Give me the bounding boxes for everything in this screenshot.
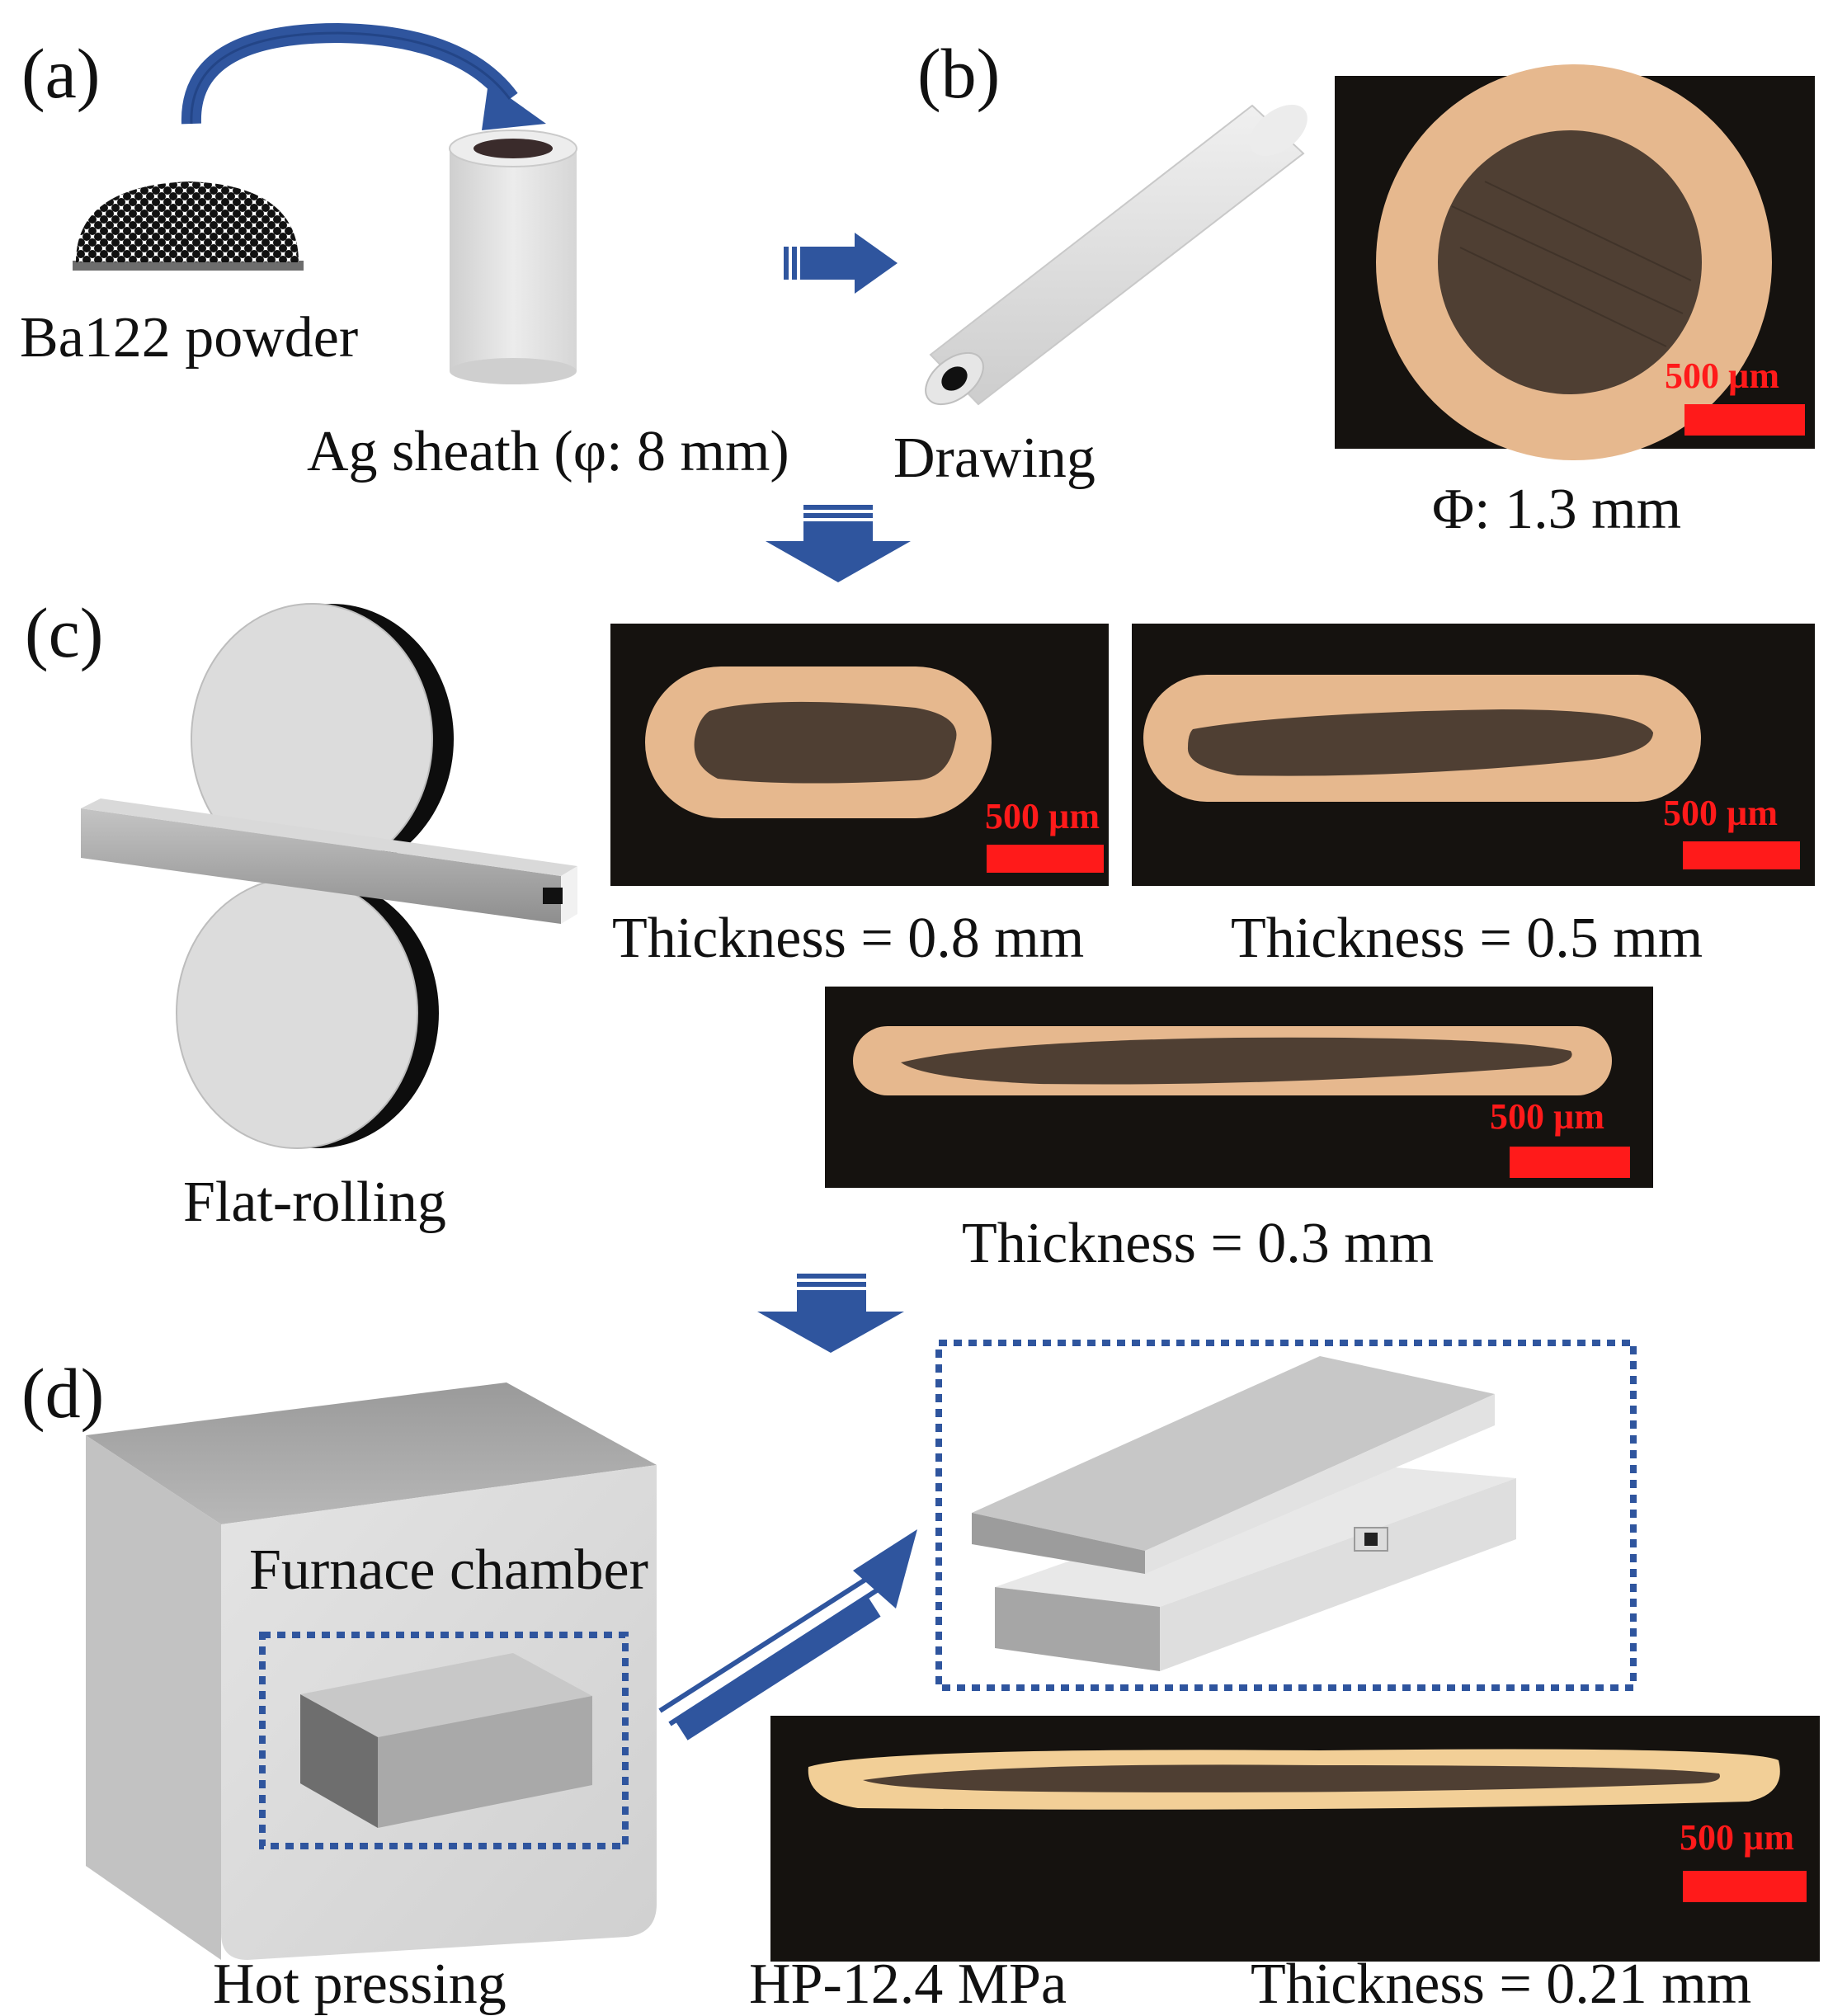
arrow-a-to-b bbox=[784, 233, 898, 294]
panel-label-b: (b) bbox=[917, 34, 1000, 113]
micrograph-thickness-0.3: 500 µm bbox=[825, 987, 1653, 1188]
pressed-plates-box bbox=[935, 1340, 1637, 1691]
thickness-05-label: Thickness = 0.5 mm bbox=[1231, 907, 1703, 970]
micrograph-thickness-0.8: 500 µm bbox=[610, 624, 1109, 886]
drawn-wire-rod bbox=[925, 104, 1308, 406]
ba122-powder-pile bbox=[73, 181, 304, 271]
scale-bar-hp bbox=[1683, 1871, 1807, 1902]
micrograph-hot-pressed: 500 µm bbox=[770, 1716, 1820, 1962]
panel-label-d: (d) bbox=[21, 1354, 104, 1433]
hp-pressure-label: HP-12.4 MPa bbox=[749, 1952, 1067, 2016]
scale-bar-05 bbox=[1683, 841, 1800, 869]
scale-bar-label-03: 500 µm bbox=[1490, 1096, 1604, 1137]
scale-bar-label-08: 500 µm bbox=[985, 796, 1100, 836]
scale-bar-label-05: 500 µm bbox=[1663, 793, 1778, 833]
panel-label-c: (c) bbox=[25, 593, 103, 672]
scale-bar-08 bbox=[987, 845, 1104, 873]
panel-label-a: (a) bbox=[21, 34, 100, 113]
transfer-curved-arrow bbox=[181, 22, 546, 130]
arrow-furnace-to-plates bbox=[658, 1529, 917, 1740]
scale-bar-b bbox=[1684, 404, 1805, 436]
round-wire-micrograph: 500 µm bbox=[1335, 64, 1815, 460]
flat-rolling-label: Flat-rolling bbox=[183, 1171, 446, 1234]
drawing-label: Drawing bbox=[893, 426, 1095, 490]
powder-label: Ba122 powder bbox=[20, 306, 358, 370]
hot-press-furnace bbox=[86, 1382, 657, 1960]
sheath-label: Ag sheath (φ: 8 mm) bbox=[307, 420, 789, 483]
arrow-c-to-d bbox=[757, 1274, 904, 1353]
scale-bar-label-hp: 500 µm bbox=[1680, 1817, 1794, 1858]
thickness-08-label: Thickness = 0.8 mm bbox=[612, 907, 1084, 970]
scale-bar-label-b: 500 µm bbox=[1665, 356, 1779, 396]
arrow-b-to-c bbox=[766, 505, 911, 582]
micrograph-thickness-0.5: 500 µm bbox=[1132, 624, 1815, 886]
furnace-chamber-label: Furnace chamber bbox=[249, 1538, 648, 1602]
ag-sheath-tube bbox=[449, 130, 577, 384]
furnace-chamber-box bbox=[259, 1632, 629, 1849]
thickness-021-label: Thickness = 0.21 mm bbox=[1251, 1952, 1751, 2016]
scale-bar-03 bbox=[1510, 1147, 1630, 1178]
wire-diameter-label: Φ: 1.3 mm bbox=[1432, 478, 1681, 541]
pressed-die-plates bbox=[972, 1356, 1516, 1671]
thickness-03-label: Thickness = 0.3 mm bbox=[962, 1212, 1434, 1275]
flat-rolling-mill bbox=[81, 603, 577, 1149]
hot-pressing-label: Hot pressing bbox=[213, 1952, 507, 2016]
